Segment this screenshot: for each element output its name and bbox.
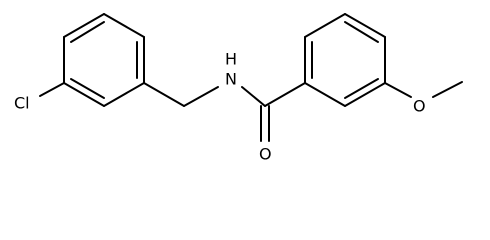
bond	[63, 82, 105, 107]
nh-hydrogen-label: H	[225, 50, 237, 69]
bond-ring-cl	[39, 82, 65, 97]
aromatic-bond	[70, 78, 105, 99]
bond	[344, 82, 386, 107]
aromatic-bond	[344, 78, 379, 99]
chlorine-label: Cl	[14, 94, 30, 113]
bond	[63, 13, 105, 38]
bond	[344, 13, 386, 38]
bond	[103, 13, 145, 38]
carbonyl-oxygen-label: O	[259, 145, 272, 164]
methoxyphenyl-ring	[304, 13, 386, 107]
methoxy-oxygen-label: O	[413, 97, 426, 116]
bond-ring-ch2	[143, 82, 185, 107]
bond	[304, 13, 346, 38]
chlorophenyl-ring	[63, 13, 145, 107]
nitrogen-label: N	[225, 70, 237, 89]
structure-diagram: Cl H N O O	[14, 13, 463, 164]
bond-ring-o	[384, 82, 412, 98]
bond	[103, 82, 145, 107]
bond	[304, 82, 346, 107]
aromatic-bond	[344, 21, 379, 43]
bond-ch2-n	[183, 86, 219, 107]
bond-carbonyl-ring	[264, 82, 306, 107]
bond-o-methyl	[432, 81, 463, 98]
bond-n-carbonyl	[241, 86, 266, 107]
aromatic-bond	[70, 21, 105, 43]
